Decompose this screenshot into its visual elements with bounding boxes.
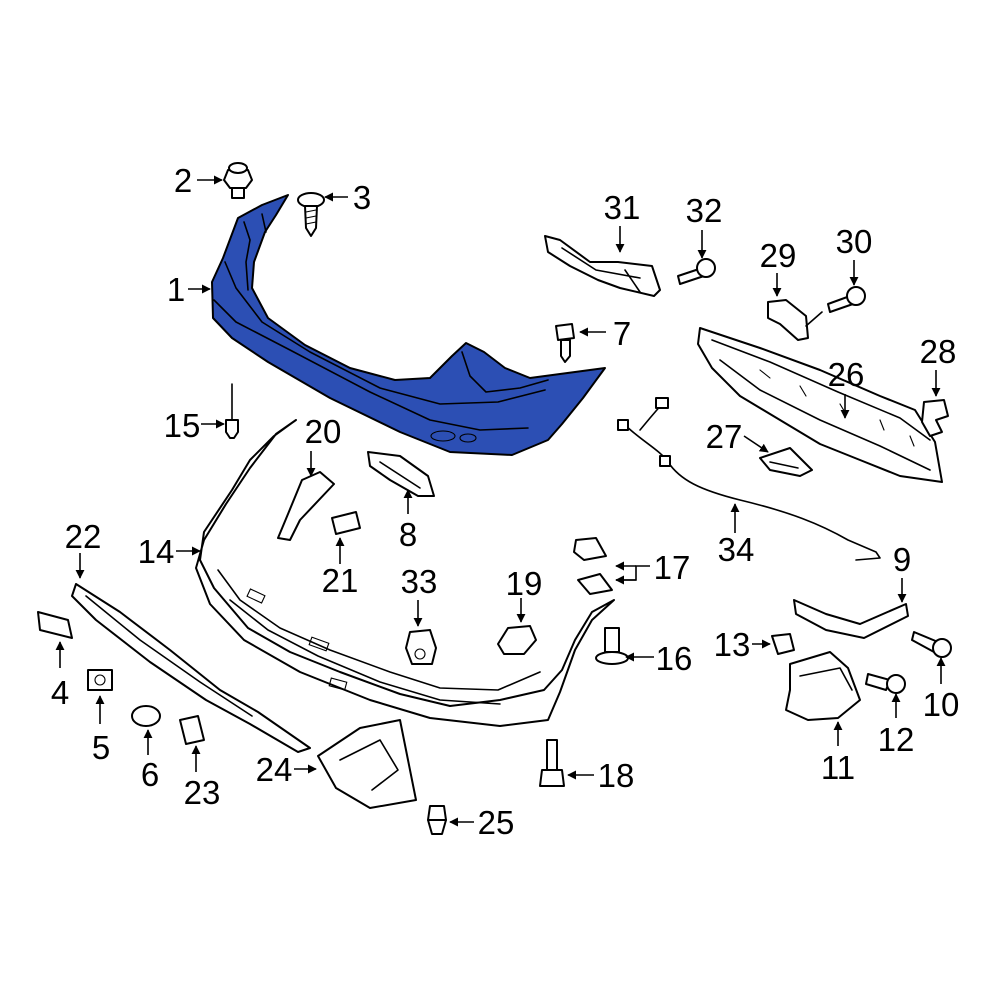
- callout-14: 14: [138, 533, 175, 570]
- clip-part-17[interactable]: [573, 537, 613, 595]
- callout-23: 23: [184, 774, 221, 811]
- bracket-part-29[interactable]: [767, 299, 823, 341]
- screw-part-3[interactable]: [297, 192, 325, 237]
- callout-28: 28: [920, 333, 957, 370]
- callout-labels: 1 2 3 4 5 6 7 8 9 10 11 12 13 14 15 16 1…: [51, 162, 960, 841]
- bumper-cover-part-1[interactable]: [211, 194, 606, 456]
- callout-33: 33: [401, 563, 438, 600]
- callout-26: 26: [828, 356, 865, 393]
- wiring-harness-part-34[interactable]: [617, 397, 881, 561]
- callout-17: 17: [654, 549, 691, 586]
- cover-part-6[interactable]: [131, 705, 161, 727]
- cap-part-8[interactable]: [367, 451, 435, 497]
- callout-12: 12: [878, 721, 915, 758]
- callout-19: 19: [506, 565, 543, 602]
- callout-3: 3: [353, 179, 371, 216]
- callout-27: 27: [706, 418, 743, 455]
- bracket-part-31[interactable]: [544, 235, 661, 297]
- callout-5: 5: [92, 729, 110, 766]
- callout-7: 7: [613, 315, 631, 352]
- clip-part-13[interactable]: [771, 633, 795, 655]
- callout-20: 20: [305, 413, 342, 450]
- callout-1: 1: [167, 271, 185, 308]
- callout-34: 34: [718, 531, 755, 568]
- trim-strip-part-22[interactable]: [71, 583, 311, 753]
- callout-11: 11: [821, 749, 855, 786]
- push-pin-part-12[interactable]: [865, 673, 906, 694]
- bracket-part-9[interactable]: [793, 599, 909, 639]
- callout-32: 32: [686, 192, 723, 229]
- callout-8: 8: [399, 516, 417, 553]
- callout-4: 4: [51, 674, 69, 711]
- callout-29: 29: [760, 237, 797, 274]
- lower-bumper-part-14[interactable]: [195, 419, 615, 727]
- callout-9: 9: [893, 541, 911, 578]
- rivet-part-15[interactable]: [225, 383, 239, 439]
- callout-16: 16: [656, 640, 693, 677]
- callout-21: 21: [322, 562, 359, 599]
- callout-18: 18: [598, 757, 635, 794]
- callout-15: 15: [164, 407, 201, 444]
- callout-22: 22: [65, 518, 102, 555]
- leader-arrows: [55, 175, 946, 827]
- bumper-cover-body: [211, 194, 606, 456]
- callout-6: 6: [141, 756, 159, 793]
- pad-part-21[interactable]: [331, 511, 361, 535]
- bolt-part-10[interactable]: [911, 631, 952, 658]
- callout-10: 10: [923, 686, 960, 723]
- callout-25: 25: [478, 804, 515, 841]
- sensor-part-33[interactable]: [405, 629, 437, 665]
- callout-30: 30: [836, 223, 873, 260]
- push-pin-part-16[interactable]: [595, 627, 629, 665]
- bolt-part-30[interactable]: [827, 286, 866, 313]
- bolt-part-18[interactable]: [539, 739, 565, 787]
- callout-31: 31: [604, 189, 641, 226]
- bolt-part-7[interactable]: [555, 323, 575, 363]
- bracket-part-19[interactable]: [497, 625, 537, 655]
- clip-part-2[interactable]: [223, 162, 253, 199]
- clip-part-25[interactable]: [427, 805, 447, 835]
- reinforcement-part-26[interactable]: [697, 327, 943, 483]
- bolt-part-32[interactable]: [677, 258, 716, 285]
- bracket-part-27[interactable]: [759, 447, 813, 477]
- callout-24: 24: [256, 751, 293, 788]
- bracket-part-20[interactable]: [277, 471, 335, 541]
- callout-2: 2: [174, 162, 192, 199]
- clip-part-28[interactable]: [921, 399, 949, 437]
- callout-13: 13: [714, 626, 751, 663]
- reflector-part-4[interactable]: [37, 611, 73, 639]
- bracket-part-11[interactable]: [785, 651, 861, 721]
- splash-shield-part-24[interactable]: [317, 719, 417, 809]
- bracket-part-23[interactable]: [179, 715, 205, 745]
- bezel-part-5[interactable]: [87, 669, 113, 691]
